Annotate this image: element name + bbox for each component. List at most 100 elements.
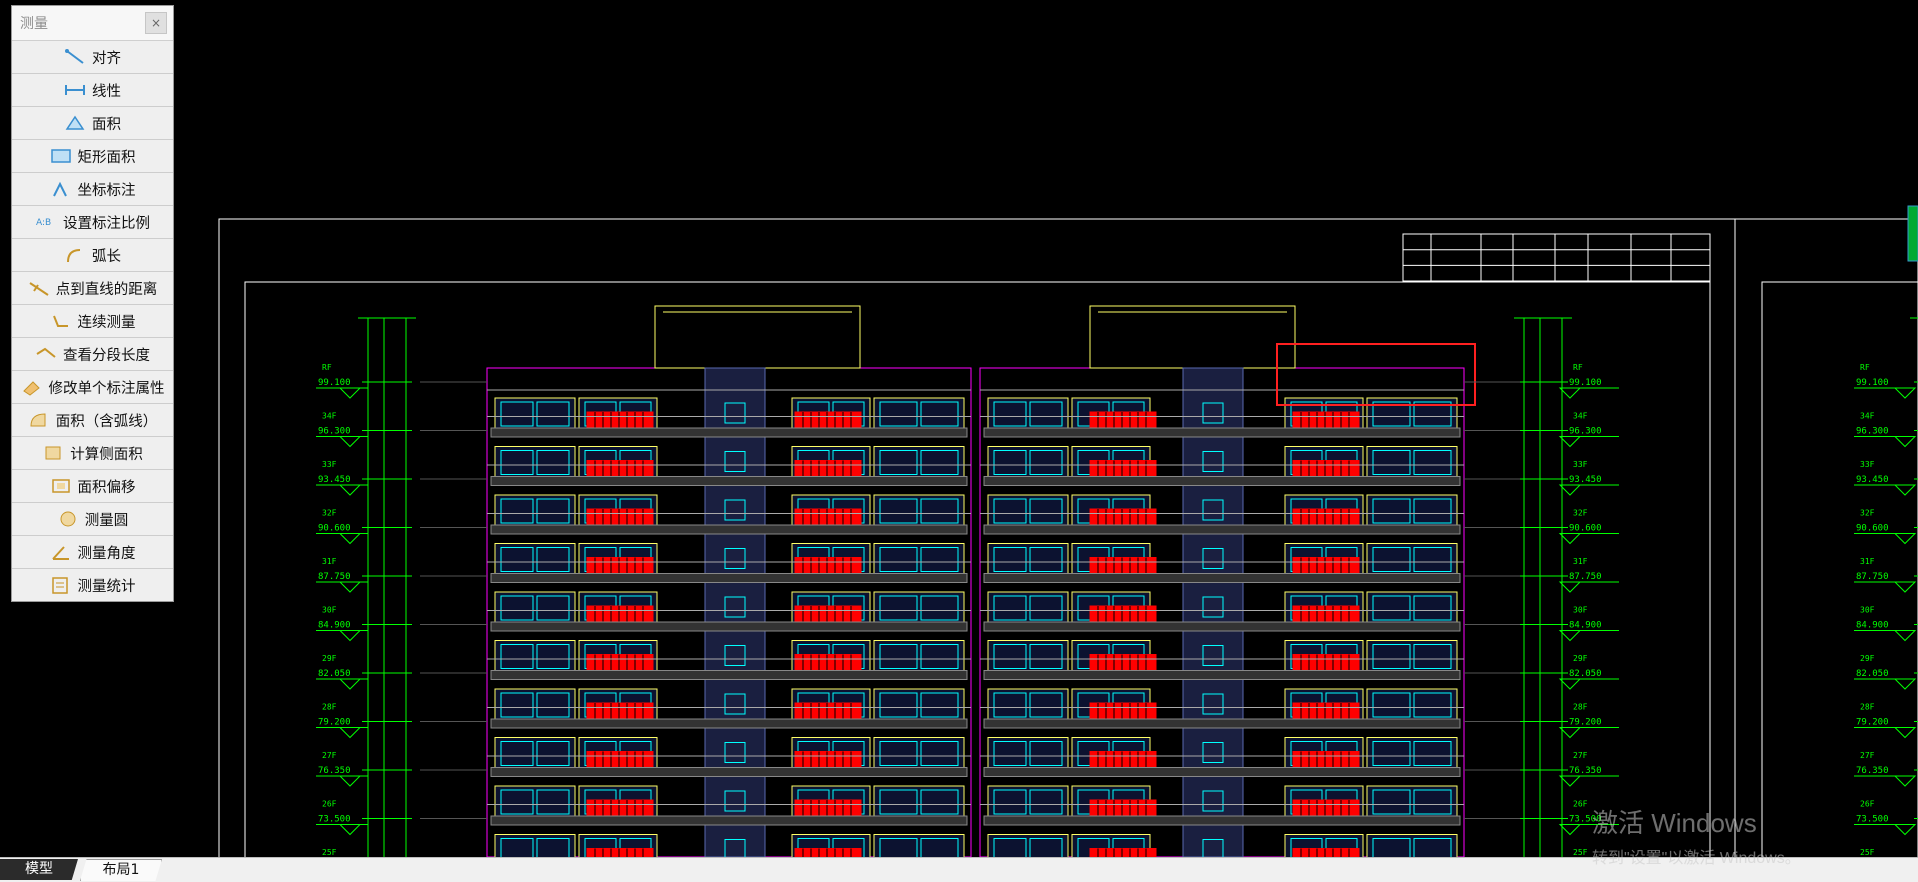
measure-item-0[interactable]: 对齐	[12, 41, 173, 74]
elevation-marker	[338, 775, 362, 787]
window	[1413, 838, 1452, 857]
selection-highlight	[1276, 343, 1476, 406]
measure-item-13[interactable]: 面积偏移	[12, 470, 173, 503]
core-window	[724, 839, 746, 857]
window	[1372, 401, 1411, 427]
core-window	[724, 402, 746, 424]
cad-drawing[interactable]: RF99.10034F96.30033F93.45032F90.60031F87…	[0, 0, 1918, 857]
floor-label: 28F	[1573, 703, 1588, 712]
elevation-marker	[1893, 630, 1917, 642]
side-area-icon	[42, 444, 64, 462]
window	[920, 401, 959, 427]
close-icon[interactable]: ×	[145, 12, 167, 34]
elevation-label: 82.050	[1856, 669, 1889, 679]
window	[920, 789, 959, 815]
measure-item-label: 测量统计	[77, 578, 136, 595]
measure-item-10[interactable]: 修改单个标注属性	[12, 371, 173, 404]
elevation-label: 87.750	[1569, 572, 1602, 582]
measure-item-9[interactable]: 查看分段长度	[12, 338, 173, 371]
measure-item-12[interactable]: 计算侧面积	[12, 437, 173, 470]
segment-length-icon	[35, 345, 57, 363]
window	[536, 741, 570, 766]
measure-item-1[interactable]: 线性	[12, 74, 173, 107]
window-bay	[1366, 834, 1458, 857]
floor-label: 30F	[1573, 606, 1588, 615]
measure-item-14[interactable]: 测量圆	[12, 503, 173, 536]
window	[920, 450, 959, 475]
window	[1372, 547, 1411, 572]
floor-slab	[490, 476, 968, 486]
core-window	[1202, 839, 1224, 857]
elevation-marker	[1558, 630, 1582, 642]
measure-item-3[interactable]: 矩形面积	[12, 140, 173, 173]
measure-item-7[interactable]: 点到直线的距离	[12, 272, 173, 305]
window	[1413, 644, 1452, 669]
core-window	[1202, 693, 1224, 715]
balcony-railing	[1089, 848, 1157, 857]
measure-item-11[interactable]: 面积（含弧线）	[12, 404, 173, 437]
floor-label: RF	[1573, 363, 1583, 372]
window	[993, 789, 1027, 815]
floor-label: 33F	[1573, 460, 1588, 469]
window	[993, 644, 1027, 669]
floor-label: 26F	[1573, 800, 1588, 809]
floor-slab	[983, 524, 1461, 535]
tab-layout-1[interactable]: 布局1	[80, 859, 162, 881]
floor-slab	[490, 427, 968, 438]
measure-item-8[interactable]: 连续测量	[12, 305, 173, 338]
measure-item-label: 连续测量	[77, 314, 136, 331]
elevation-label: 84.900	[318, 621, 351, 631]
floor-slab	[490, 815, 968, 826]
measure-item-2[interactable]: 面积	[12, 107, 173, 140]
measure-panel-header[interactable]: 测量 ×	[12, 6, 173, 41]
floor-label: 28F	[1860, 703, 1875, 712]
measure-item-4[interactable]: 坐标标注	[12, 173, 173, 206]
window	[879, 450, 918, 475]
core-window	[724, 596, 746, 618]
floor-label: 25F	[1860, 848, 1875, 857]
window-bay	[494, 834, 576, 857]
scroll-grip	[1907, 205, 1918, 262]
measure-item-6[interactable]: 弧长	[12, 239, 173, 272]
layout-tabs: 模型 布局1	[0, 857, 1918, 882]
elevation-marker	[1558, 533, 1582, 545]
window	[1029, 838, 1063, 857]
window	[536, 595, 570, 621]
window	[500, 789, 534, 815]
measure-item-label: 计算侧面积	[70, 446, 143, 463]
floor-label: 26F	[1860, 800, 1875, 809]
elevation-marker	[1558, 775, 1582, 787]
tab-model[interactable]: 模型	[0, 859, 78, 880]
floor-label: 34F	[322, 412, 337, 421]
elevation-label: 96.300	[1569, 427, 1602, 437]
core-window	[1202, 596, 1224, 618]
elevation-label: 82.050	[318, 669, 351, 679]
window	[920, 644, 959, 669]
measure-item-label: 测量角度	[77, 545, 136, 562]
elevation-label: 93.450	[1569, 475, 1602, 485]
window	[879, 401, 918, 427]
window	[1029, 789, 1063, 815]
point-line-distance-icon	[28, 279, 50, 297]
measure-item-16[interactable]: 测量统计	[12, 569, 173, 601]
window	[500, 741, 534, 766]
floor-label: 32F	[1573, 509, 1588, 518]
window	[500, 498, 534, 524]
balcony-railing	[794, 848, 862, 857]
core-window	[724, 451, 746, 472]
stair-core	[1182, 367, 1244, 857]
floor-label: 26F	[322, 800, 337, 809]
core-window	[1202, 499, 1224, 521]
measure-item-15[interactable]: 测量角度	[12, 536, 173, 569]
window	[993, 401, 1027, 427]
floor-slab	[983, 767, 1461, 777]
floor-label: 33F	[1860, 460, 1875, 469]
elevation-label: 99.100	[318, 378, 351, 388]
window	[1029, 498, 1063, 524]
window	[1029, 692, 1063, 718]
area-offset-icon	[50, 477, 72, 495]
coordinate-icon	[50, 180, 72, 198]
